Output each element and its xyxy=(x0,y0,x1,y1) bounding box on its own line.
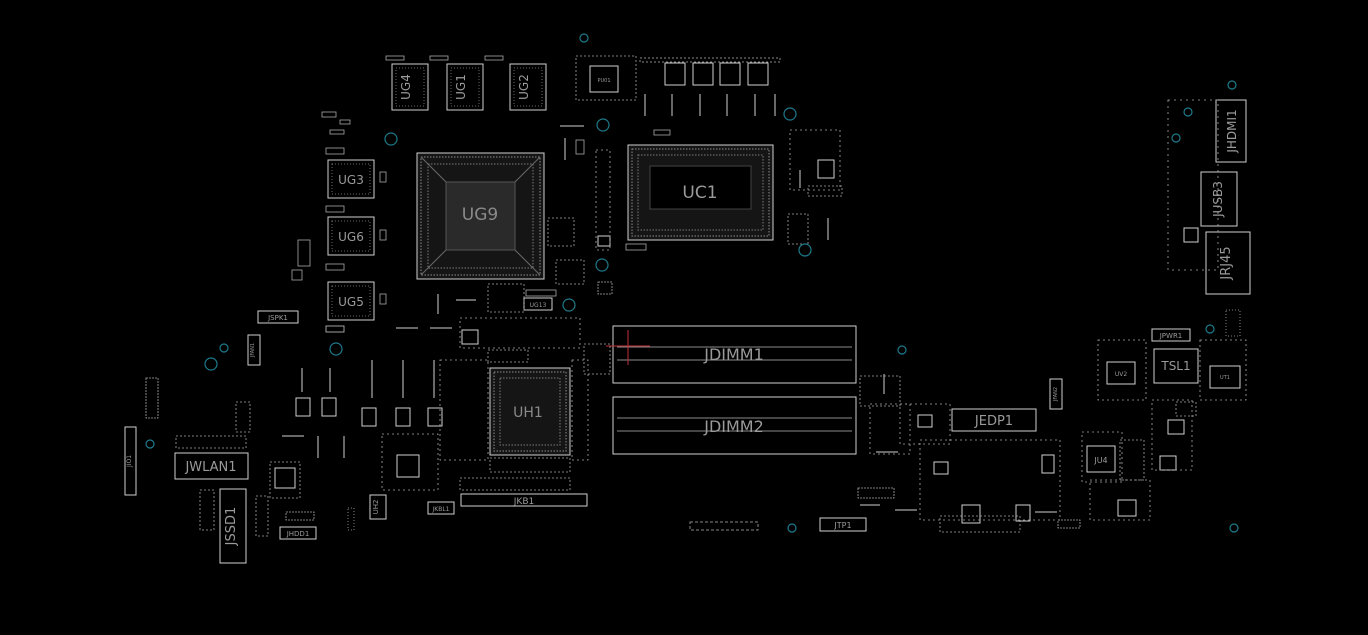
component-label: JPWR1 xyxy=(1159,332,1183,340)
component-label: UG9 xyxy=(462,205,498,225)
component-label: UH2 xyxy=(372,500,380,515)
component-label: UG5 xyxy=(338,295,364,309)
component-ug6[interactable]: UG6 xyxy=(327,216,375,256)
component-uv2[interactable]: UV2 xyxy=(1106,361,1136,385)
component-label: UG4 xyxy=(399,74,413,100)
connector-jkb1[interactable]: JKB1 xyxy=(460,493,588,507)
component-label: UG2 xyxy=(517,74,531,100)
connector-jio1[interactable]: JIO1 xyxy=(124,426,137,496)
connector-jrj45[interactable]: JRJ45 xyxy=(1205,231,1251,295)
connector-jssd1[interactable]: JSSD1 xyxy=(219,488,247,564)
component-label: UG3 xyxy=(338,173,364,187)
component-label: JHDD1 xyxy=(286,530,310,538)
component-ug2[interactable]: UG2 xyxy=(509,63,547,111)
component-label: UG6 xyxy=(338,230,364,244)
component-label: JU4 xyxy=(1093,456,1107,465)
connector-jtp1[interactable]: JTP1 xyxy=(819,517,867,532)
component-ug9[interactable]: UG9 xyxy=(416,152,545,280)
connector-jspk1[interactable]: JSPK1 xyxy=(257,310,299,324)
connector-jusb3[interactable]: JUSB3 xyxy=(1200,171,1238,227)
component-uh1[interactable]: UH1 xyxy=(489,367,571,456)
connector-jhdd1[interactable]: JHDD1 xyxy=(279,526,317,540)
passive-components xyxy=(145,55,1247,537)
component-ug4[interactable]: UG4 xyxy=(391,63,429,111)
component-ut1[interactable]: UT1 xyxy=(1209,365,1241,389)
connector-jfan2[interactable]: JFAN2 xyxy=(1049,378,1063,410)
component-uc1[interactable]: UC1 xyxy=(627,144,774,241)
component-label: UG1 xyxy=(454,74,468,100)
inductor-traces xyxy=(282,94,1057,513)
component-label: JTP1 xyxy=(833,521,851,530)
component-label: JKB1 xyxy=(513,497,534,507)
component-label: JRJ45 xyxy=(1219,246,1234,280)
component-label: JSPK1 xyxy=(267,314,288,322)
component-label: UC1 xyxy=(682,183,717,203)
component-label: TSL1 xyxy=(1160,359,1190,373)
connector-jdimm2[interactable]: JDIMM2 xyxy=(612,396,857,455)
connector-jwlan1[interactable]: JWLAN1 xyxy=(174,452,249,480)
component-uh2[interactable]: UH2 xyxy=(369,494,387,520)
connector-jdimm1[interactable]: JDIMM1 xyxy=(612,325,857,384)
component-label: JUSB3 xyxy=(1211,181,1225,218)
mount-holes xyxy=(145,33,1239,533)
component-label: JEDP1 xyxy=(974,414,1013,429)
component-label: JSSD1 xyxy=(224,507,239,547)
component-label: JHDMI1 xyxy=(1225,109,1239,153)
component-label: JDIMM1 xyxy=(703,345,764,364)
component-label: JDIMM2 xyxy=(703,417,764,436)
component-ug1[interactable]: UG1 xyxy=(446,63,484,111)
vrm-chips xyxy=(274,159,1199,524)
component-label: JWLAN1 xyxy=(184,460,236,475)
connector-jedp1[interactable]: JEDP1 xyxy=(951,408,1037,432)
component-label: UG13 xyxy=(530,302,547,309)
connector-jfan1[interactable]: JFAN1 xyxy=(247,334,261,366)
connector-jhdmi1[interactable]: JHDMI1 xyxy=(1215,99,1247,163)
component-label: JKBL1 xyxy=(432,506,450,513)
connector-jkbl1[interactable]: JKBL1 xyxy=(427,501,455,515)
component-label: UV2 xyxy=(1115,371,1127,378)
component-pu01[interactable]: PU01 xyxy=(589,65,619,93)
component-label: PU01 xyxy=(597,78,610,84)
component-label: JIO1 xyxy=(126,455,133,468)
component-label: UT1 xyxy=(1220,375,1230,381)
top-small-chips xyxy=(639,57,781,116)
component-label: UH1 xyxy=(513,405,543,421)
cursor-crosshair xyxy=(606,330,650,365)
component-label: JFAN1 xyxy=(250,343,256,358)
connector-jpwr1[interactable]: JPWR1 xyxy=(1151,328,1191,342)
component-ug5[interactable]: UG5 xyxy=(327,281,375,321)
component-label: JFAN2 xyxy=(1053,387,1059,402)
component-ug3[interactable]: UG3 xyxy=(327,159,375,199)
component-ju4[interactable]: JU4 xyxy=(1086,445,1116,473)
component-tsl1[interactable]: TSL1 xyxy=(1153,348,1199,384)
